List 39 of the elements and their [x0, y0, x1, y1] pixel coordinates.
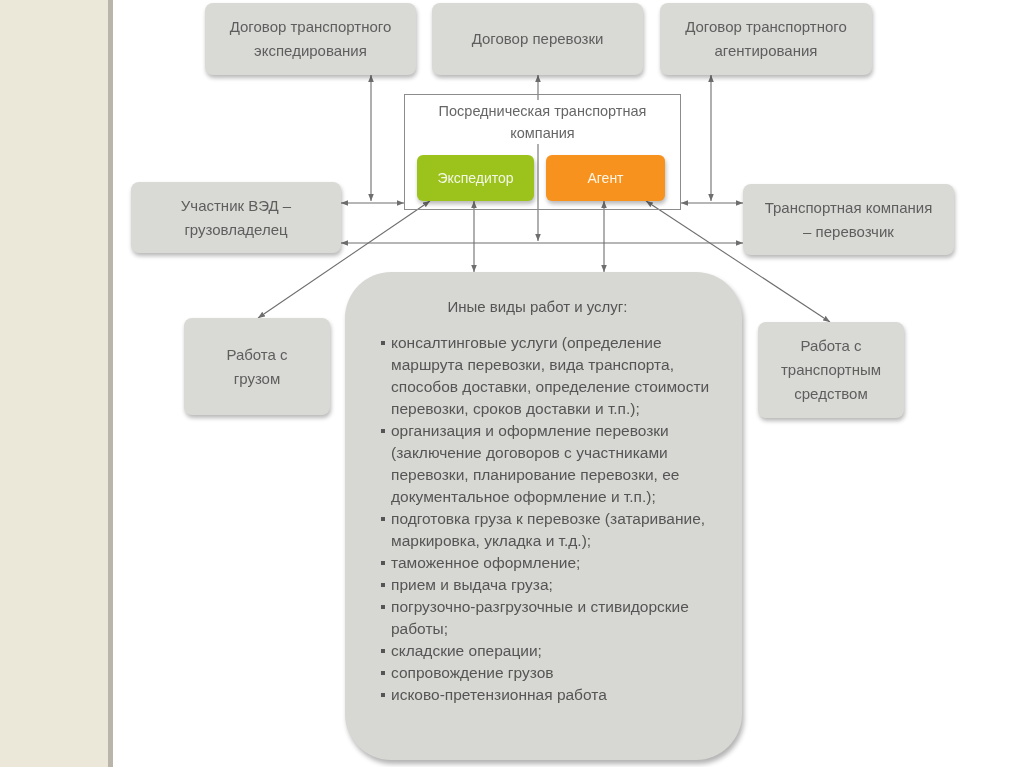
- node-label: Договор транспортного экспедирования: [228, 17, 393, 61]
- work-box: [758, 322, 904, 418]
- list-heading: Иные виды работ и услуг:: [446, 297, 629, 317]
- participant-box: [743, 184, 954, 255]
- role-box: [546, 155, 665, 201]
- double-arrow: [340, 200, 405, 206]
- role-box: [417, 155, 534, 201]
- node-label: Экспедитор: [437, 169, 514, 188]
- node-label: Договор перевозки: [471, 29, 604, 49]
- contract-box: [205, 3, 416, 75]
- list-item: организация и оформление перевозки (заключение договоров с участниками перевозки, планирование перевозки, ее документальное оформление и т.п.);: [391, 421, 681, 507]
- list-item: подготовка груза к перевозке (затаривание, маркировка, укладка и т.д.);: [391, 509, 707, 551]
- work-box: [184, 318, 330, 415]
- double-arrow: [471, 200, 477, 273]
- list-item: складские операции;: [391, 641, 542, 661]
- node-label: Договор транспортного агентирования: [684, 17, 848, 61]
- double-arrow: [257, 200, 431, 319]
- list-item: погрузочно-разгрузочные и стивидорские работы;: [391, 597, 690, 639]
- node-label: Транспортная компания – перевозчик: [763, 197, 934, 242]
- participant-box: [131, 182, 341, 253]
- double-arrow: [601, 200, 607, 273]
- list-item: консалтинговые услуги (определение маршрута перевозки, вида транспорта, способов доставки, определение стоимости перевозки, сроков доставки и т.п.);: [391, 333, 711, 419]
- double-arrow: [645, 200, 831, 323]
- list-item: таможенное оформление;: [391, 553, 581, 573]
- contract-box: [432, 3, 643, 75]
- double-arrow: [340, 240, 744, 246]
- double-arrow: [368, 74, 374, 202]
- double-arrow: [680, 200, 744, 206]
- node-label: Участник ВЭД – грузовладелец: [179, 195, 293, 240]
- node-label: Работа с грузом: [225, 344, 289, 389]
- node-label: Агент: [587, 169, 624, 188]
- contract-box: [660, 3, 872, 75]
- list-item: прием и выдача груза;: [391, 575, 553, 595]
- node-label: Работа с транспортным средством: [779, 336, 883, 404]
- list-item: исково-претензионная работа: [391, 685, 607, 705]
- double-arrow: [708, 74, 714, 202]
- company-frame: [404, 94, 681, 210]
- list-item: сопровождение грузов: [391, 663, 554, 683]
- services-panel: [345, 272, 742, 760]
